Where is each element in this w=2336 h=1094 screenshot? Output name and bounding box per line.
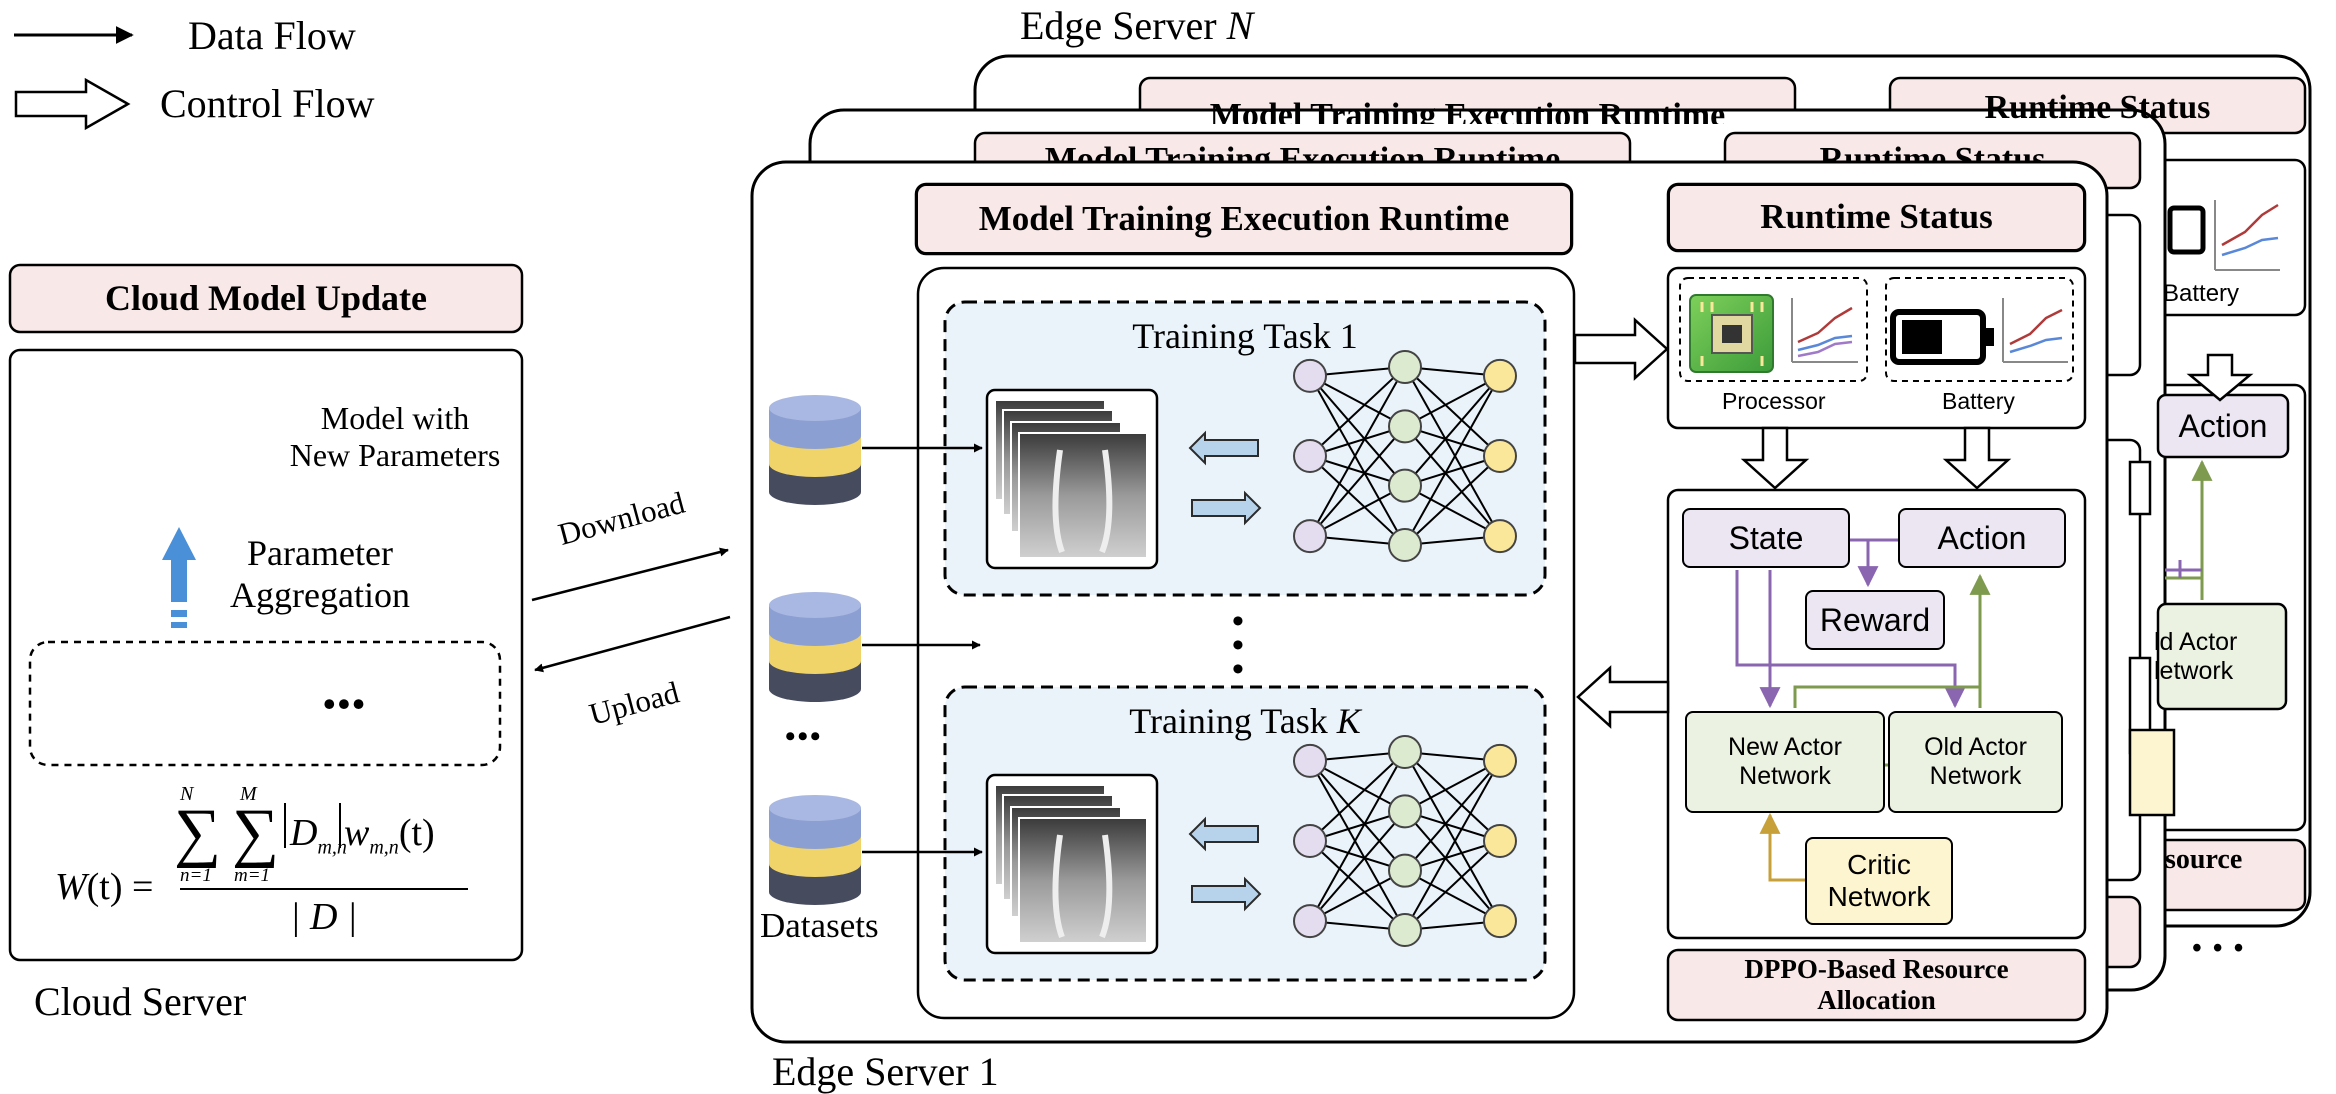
battery-icon — [1890, 309, 1994, 365]
back-status-label: Runtime Status — [1984, 89, 2211, 127]
control-arrow-battery — [1942, 426, 2012, 490]
cloud-server-label: Cloud Server — [34, 979, 247, 1024]
battery-chart-icon — [2002, 298, 2068, 363]
xray-stack-1 — [985, 388, 1159, 570]
formula-sum-lower-2: m=1 — [234, 865, 271, 886]
formula-weight-term: wm,n(t) — [344, 812, 435, 859]
reward-node: Reward — [1805, 590, 1945, 650]
local-models-box — [28, 640, 502, 767]
formula-sigma-2: ∑ — [232, 796, 280, 869]
cloud-panel — [8, 348, 524, 962]
back-ellipsis: • • • — [2192, 933, 2246, 964]
cloud-ellipsis: ••• — [323, 684, 367, 724]
legend — [14, 26, 134, 131]
runtime-header: Model Training Execution Runtime — [916, 184, 1572, 254]
control-arrow-processor — [1740, 426, 1810, 490]
formula-lhs: W(t) = — [55, 866, 154, 908]
back-runtime-label: Model Training Execution Runtime — [1209, 97, 1726, 124]
formula-denominator: | D | — [290, 896, 358, 938]
legend-data-flow: Data Flow — [188, 13, 356, 58]
datasets-label: Datasets — [760, 906, 879, 945]
cloud-header: Cloud Model Update — [104, 277, 428, 318]
training-task-k-label: Training Task K — [1129, 701, 1361, 742]
mid-status-label: Runtime Status — [1819, 141, 2046, 162]
state-node: State — [1682, 508, 1850, 568]
dataset-1-icon — [769, 395, 861, 505]
blue-exchange-arrows — [1188, 430, 1262, 912]
back-status-details — [2128, 200, 2290, 817]
control-arrow-to-status — [1573, 317, 1669, 381]
dataset-k-icon — [769, 795, 861, 905]
processor-chart-icon — [1791, 298, 1858, 363]
aggregation-up-arrow-icon — [162, 527, 196, 628]
datasets-ellipsis: ••• — [785, 720, 823, 753]
dataset-2-icon — [769, 592, 861, 702]
formula-sum-upper-1: N — [180, 783, 194, 805]
mid-runtime-label: Model Training Execution Runtime — [1044, 141, 1561, 162]
training-task-1-label: Training Task 1 — [1132, 316, 1358, 357]
back-battery-label: Battery — [2163, 280, 2240, 307]
task-1-network — [1293, 350, 1517, 562]
formula-sum-upper-2: M — [240, 783, 257, 805]
formula-data-term: Dm,n — [290, 812, 347, 859]
edge-server-n-title: Edge Server N — [1020, 3, 1254, 48]
processor-chip-icon — [1689, 294, 1774, 373]
dppo-arrows — [1735, 538, 1991, 882]
back-resource-label: source — [2165, 844, 2243, 875]
data-flow-arrows — [531, 443, 983, 857]
battery-label: Battery — [1942, 388, 2015, 414]
processor-label: Processor — [1722, 388, 1826, 414]
tasks-vertical-ellipsis: • • • — [1232, 603, 1244, 688]
action-node: Action — [1898, 508, 2066, 568]
formula-sum-lower-1: n=1 — [180, 865, 212, 886]
back-action-label: Action — [2178, 407, 2268, 444]
task-k-network — [1293, 735, 1517, 947]
formula-sigma-1: ∑ — [174, 796, 222, 869]
xray-stack-k — [985, 773, 1159, 955]
datasets-group — [769, 395, 861, 905]
status-header: Runtime Status — [1668, 184, 2085, 251]
legend-control-flow: Control Flow — [160, 81, 375, 126]
edge-server-1-title: Edge Server 1 — [772, 1049, 999, 1094]
control-arrow-to-runtime — [1576, 665, 1670, 729]
